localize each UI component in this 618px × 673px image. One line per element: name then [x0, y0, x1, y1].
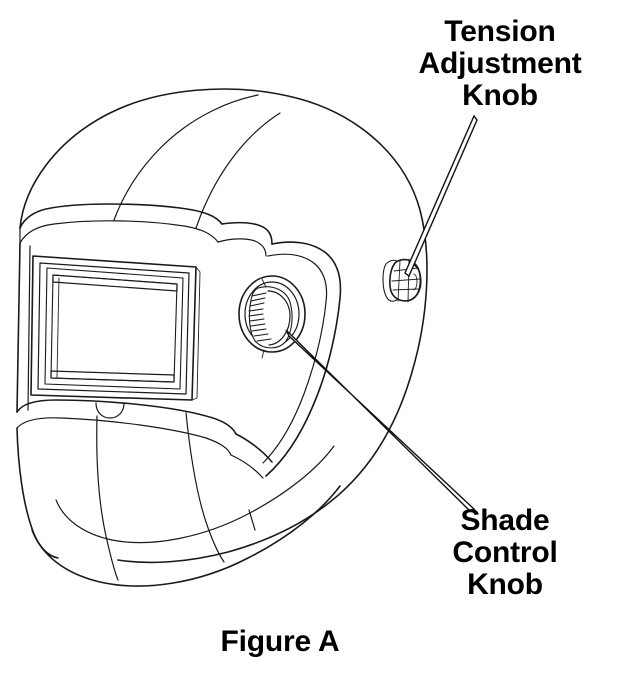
chin-facet-upper [235, 433, 273, 463]
tension-knob-leader-line [404, 114, 478, 278]
helmet-outer-silhouette [19, 88, 428, 564]
chin-facet-lower [230, 454, 264, 479]
brow-ridge-right-extension-lower [217, 238, 267, 257]
lens-window [30, 255, 201, 401]
chin-bottom-sweep-inner [55, 445, 335, 544]
shade-knob-ring-tick-bottom [261, 349, 265, 359]
lens-left-inner-edge [56, 277, 60, 378]
shade-knob-dial-body[interactable] [248, 286, 293, 349]
dome-seam-line-right [195, 112, 281, 229]
shade-knob-dial-face [267, 290, 291, 346]
helmet-shell [16, 88, 428, 587]
brow-ridge-top [19, 203, 223, 229]
faceplate-left-edge [16, 242, 21, 413]
side-panel-contour [265, 241, 342, 477]
faceplate-bottom-lip-bottom [16, 417, 232, 456]
brow-ridge-right-extension [221, 221, 273, 245]
dome-seam-line [113, 94, 259, 221]
lens-bezel-right-thickness [191, 266, 201, 401]
lens-glass [50, 274, 178, 383]
side-panel-contour-inner [262, 253, 328, 464]
lens-bottom-notch [95, 402, 125, 419]
faceplate-left-edge-inner [27, 245, 31, 411]
shade-knob-leader-line [285, 329, 476, 511]
chin-left-edge [16, 427, 59, 559]
faceplate-bottom-lip-top [16, 399, 237, 435]
figure-caption: Figure A [220, 625, 340, 658]
tension-adjustment-knob[interactable] [382, 258, 422, 303]
tension-knob-cap-detail [413, 273, 418, 291]
shade-control-knob[interactable] [238, 275, 306, 359]
chin-seam-left [96, 415, 119, 581]
chin-bottom-sweep [31, 485, 341, 587]
shade-knob-knurl-ridges [248, 292, 272, 342]
lens-top-shadow-bar [52, 274, 178, 292]
lens-bezel-inner-edge [37, 262, 190, 395]
chin-rim-tick [248, 509, 256, 531]
chin-seam-mid [185, 412, 225, 563]
shade-knob-ring-tick-top [261, 278, 267, 288]
tension-adjustment-knob-label: Tension Adjustment Knob [418, 15, 582, 112]
lens-bottom-shadow-bar [50, 370, 175, 383]
shade-control-knob-label: Shade Control Knob [452, 504, 558, 601]
brow-ridge-bottom [19, 220, 219, 244]
tension-knob-front-cap [411, 263, 422, 299]
